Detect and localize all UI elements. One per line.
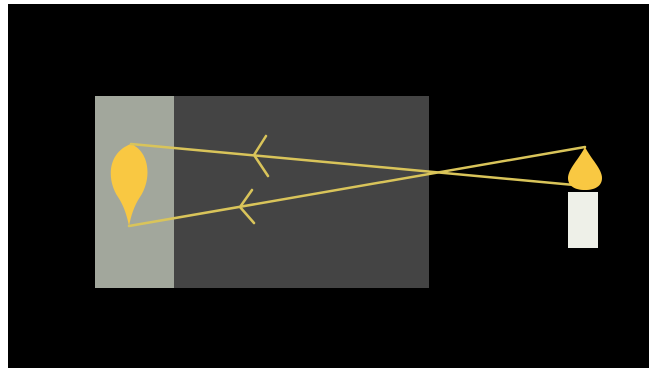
pinhole-camera-svg — [8, 4, 649, 368]
candle-body-icon — [568, 192, 598, 248]
candle-flame-icon — [568, 147, 602, 190]
pinhole-camera-diagram — [8, 4, 649, 368]
